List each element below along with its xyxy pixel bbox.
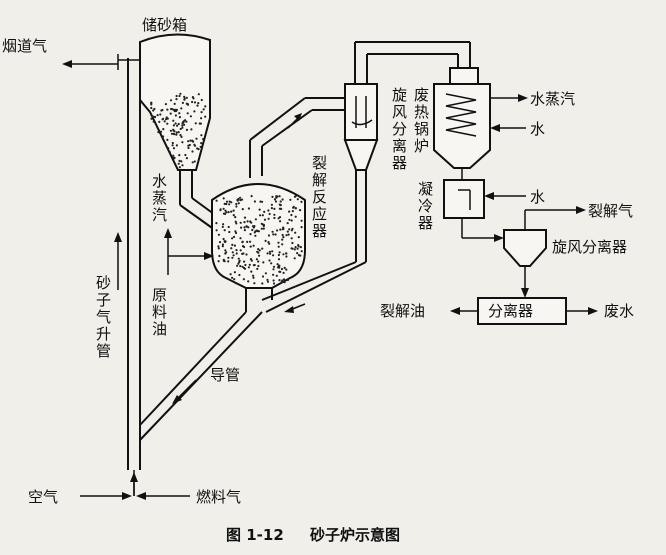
label-guide-pipe: 导管	[210, 366, 240, 384]
label-sand-bin: 储砂箱	[142, 16, 187, 34]
label-waste-water: 废水	[604, 302, 634, 320]
flue-gas-arrow	[62, 60, 118, 68]
label-cracked-oil: 裂解油	[380, 302, 425, 320]
label-cracking-reactor: 裂解反应器	[312, 154, 327, 240]
label-waste-heat-boiler: 废热锅炉	[414, 86, 429, 155]
label-steam-out: 水蒸汽	[530, 90, 575, 108]
label-separator: 分离器	[488, 302, 533, 320]
waste-heat-boiler	[433, 67, 528, 180]
bottom-inlets	[80, 470, 190, 500]
label-water-boiler: 水	[530, 120, 545, 138]
label-steam-in: 水蒸汽	[152, 172, 167, 224]
label-fuel-gas: 燃料气	[196, 488, 241, 506]
label-flue-gas: 烟道气	[2, 37, 47, 55]
cyclone-separator-1	[343, 83, 379, 262]
guide-pipe	[139, 288, 273, 441]
sand-bin	[139, 33, 219, 231]
condenser	[443, 179, 526, 242]
feed-inlet	[164, 228, 214, 275]
cyclone-separator-2	[503, 206, 586, 298]
label-raw-oil: 原料油	[152, 286, 167, 338]
cracking-reactor	[211, 140, 306, 289]
label-cyclone-1: 旋风分离器	[392, 86, 407, 172]
label-cracked-gas: 裂解气	[588, 202, 633, 220]
reactor-to-cyclone-pipe	[249, 97, 345, 147]
label-cyclone-2: 旋风分离器	[552, 238, 627, 256]
riser-up-arrow	[114, 232, 122, 290]
label-water-condenser: 水	[530, 188, 545, 206]
caption-title: 砂子炉示意图	[310, 526, 400, 544]
cyclone-to-boiler-pipe	[354, 41, 471, 84]
label-condenser: 凝冷器	[418, 180, 433, 232]
separator	[450, 297, 598, 325]
label-riser: 砂子气升管	[96, 274, 111, 360]
caption-number: 图 1-12	[226, 526, 284, 544]
label-air: 空气	[28, 488, 58, 506]
riser-pipe	[117, 54, 150, 470]
cyclone-return-pipe	[261, 261, 367, 313]
